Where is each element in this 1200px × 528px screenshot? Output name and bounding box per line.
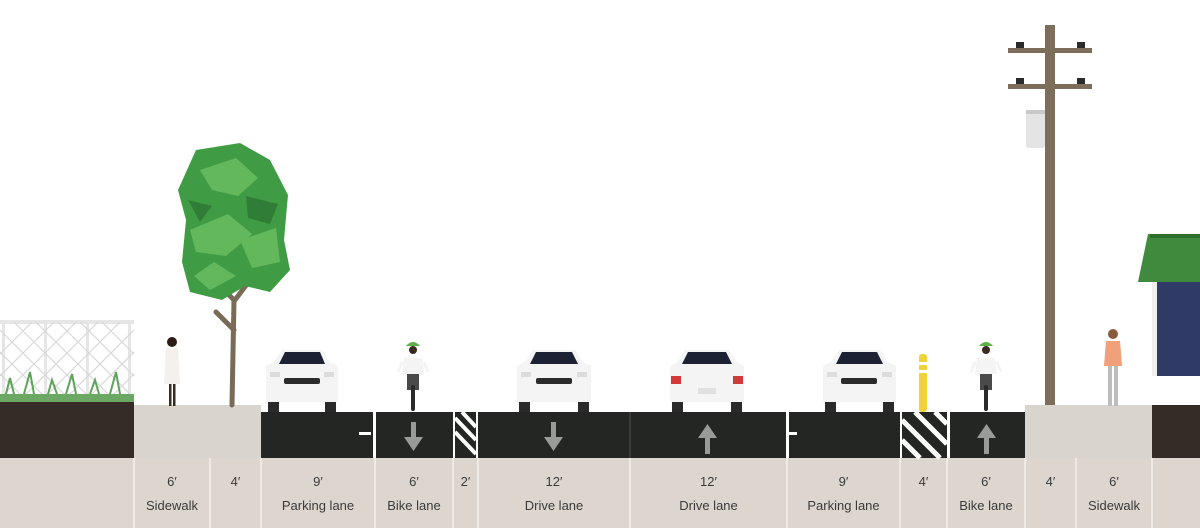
segment-width: 6′	[1109, 474, 1119, 489]
segment-label: Parking lane	[807, 498, 880, 513]
utility-pole-icon	[1008, 25, 1092, 405]
label-dividers	[133, 458, 1153, 528]
car-front-icon	[266, 350, 338, 412]
car-front-icon	[517, 350, 591, 412]
segment-label: Bike lane	[387, 498, 441, 513]
sidewalk-left-surface	[134, 405, 261, 458]
soil-left	[0, 402, 134, 458]
segment-label: Sidewalk	[145, 498, 199, 513]
tree-icon	[178, 143, 290, 408]
segment-width: 4′	[918, 474, 929, 489]
segment-width: 2′	[460, 474, 471, 489]
cyclist-icon	[396, 342, 430, 411]
segment-label: Drive lane	[524, 498, 584, 513]
pedestrian-icon	[164, 337, 180, 406]
cyclist-icon	[969, 342, 1003, 411]
segment-width: 6′	[981, 474, 991, 489]
segment-label: Drive lane	[679, 498, 738, 513]
chain-link-fence-icon	[0, 320, 135, 402]
segment-width: 4′	[230, 474, 241, 489]
car-rear-icon	[670, 350, 744, 412]
segment-width: 12′	[700, 474, 717, 489]
label-strip	[0, 458, 1200, 528]
segment-width: 6′	[409, 474, 419, 489]
segment-width: 12′	[545, 474, 563, 489]
buffer-hatch-4ft	[900, 410, 949, 460]
buffer-hatch-2ft	[453, 410, 478, 458]
sidewalk-right-surface	[1025, 405, 1152, 458]
arrow-down-icon	[404, 422, 423, 451]
soil-right	[1152, 405, 1200, 458]
segment-width: 6′	[167, 474, 177, 489]
segment-width: 9′	[838, 474, 849, 489]
segment-width: 4′	[1045, 474, 1056, 489]
segment-label: Parking lane	[281, 498, 355, 513]
lane-markings	[359, 412, 950, 458]
car-front-icon	[823, 350, 896, 412]
segment-width: 9′	[313, 474, 323, 489]
arrow-up-icon	[698, 424, 717, 454]
flex-post-icon	[919, 354, 927, 412]
segment-label: Bike lane	[959, 498, 1013, 513]
pedestrian-icon	[1104, 329, 1122, 406]
roadway-asphalt	[261, 412, 1025, 458]
segment-label: Sidewalk	[1087, 498, 1141, 513]
arrow-down-icon	[544, 422, 563, 451]
storefront-icon	[1138, 234, 1200, 405]
arrow-up-icon	[977, 424, 996, 454]
